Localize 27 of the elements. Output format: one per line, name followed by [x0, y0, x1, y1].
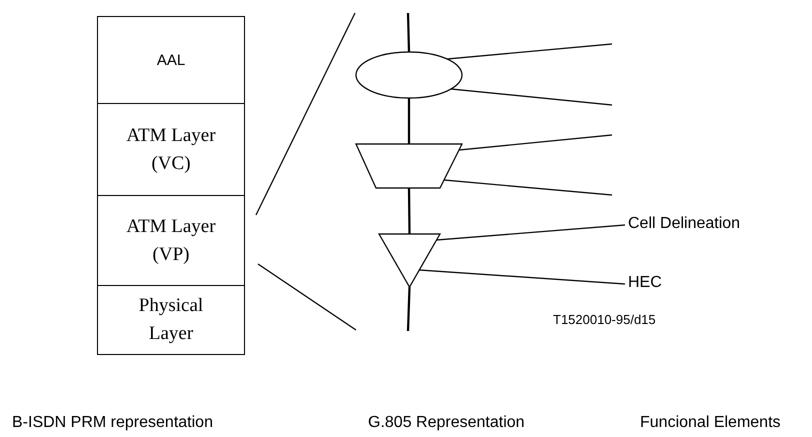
- connector-line: [408, 188, 411, 234]
- layer-box: [97, 103, 245, 197]
- leader-line: [447, 43, 612, 60]
- element-label: HEC: [628, 274, 662, 292]
- ellipse-symbol: [355, 51, 463, 99]
- layer-label: Physical Layer: [138, 294, 204, 346]
- leader-line: [436, 224, 626, 241]
- layer-label: AAL: [156, 50, 186, 71]
- column-heading: G.805 Representation: [368, 414, 525, 432]
- figure-number: T1520010-95/d15: [553, 312, 656, 327]
- layer-box: [97, 195, 245, 287]
- leader-line: [458, 134, 612, 151]
- trapezoid-symbol: [355, 143, 463, 189]
- triangle-symbol: [378, 233, 442, 288]
- leader-line: [419, 269, 626, 285]
- layer-label: ATM Layer (VC): [125, 124, 217, 176]
- leader-line: [451, 88, 612, 106]
- layer-label: ATM Layer (VP): [125, 215, 217, 267]
- element-label: Cell Delineation: [628, 215, 740, 233]
- leader-line: [444, 179, 612, 196]
- column-heading: Funcional Elements: [640, 414, 781, 432]
- connector-line: [408, 98, 410, 144]
- connector-line: [406, 12, 410, 52]
- connector-line: [406, 286, 411, 332]
- layer-box: [97, 285, 245, 355]
- column-heading: B-ISDN PRM representation: [12, 414, 213, 432]
- layer-box: [97, 16, 245, 105]
